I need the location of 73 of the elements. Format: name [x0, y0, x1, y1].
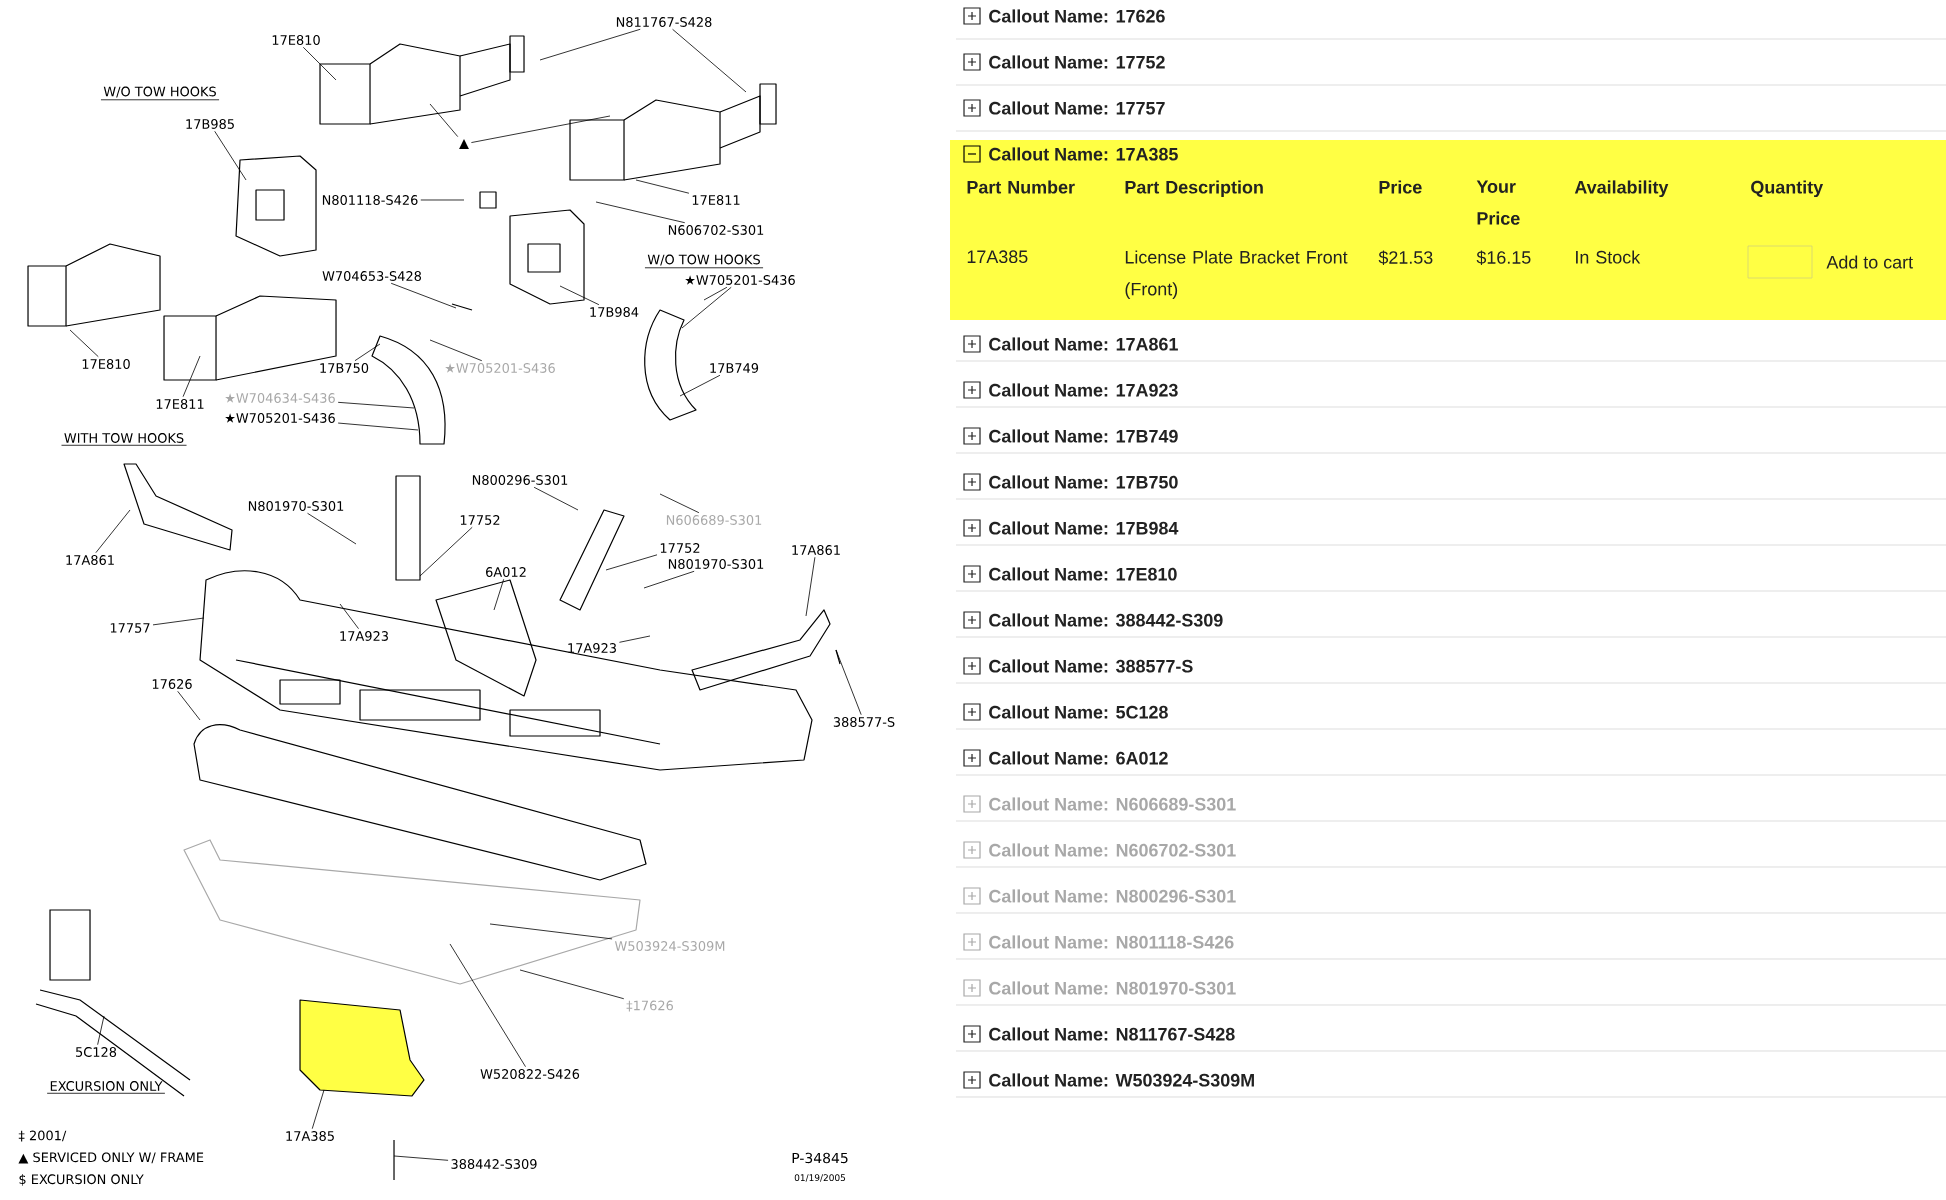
leader-line	[519, 969, 625, 1000]
leader-line	[539, 28, 641, 61]
leader-line	[619, 635, 651, 643]
leader-line	[337, 422, 419, 431]
leader-line	[177, 690, 201, 721]
leader-line	[420, 199, 465, 201]
leader-line	[339, 603, 359, 630]
leader-line	[393, 1155, 449, 1161]
leader-line	[493, 578, 505, 611]
column-header: Quantity	[1751, 180, 1824, 198]
column-header: Part Number	[967, 180, 1075, 194]
leader-line	[95, 509, 131, 554]
callout-row: Callout Name: 388442-S309	[989, 613, 1223, 627]
leader-line	[672, 28, 747, 93]
callout-row: Callout Name: 17A923	[989, 383, 1178, 397]
callout-row: Callout Name: 17752	[989, 55, 1165, 69]
callout-row: Callout Name: 5C128	[989, 705, 1168, 719]
column-header: Availability	[1574, 180, 1669, 198]
callout-row: Callout Name: W503924-S309M	[989, 1073, 1254, 1087]
leader-line	[559, 285, 600, 306]
callout-row: Callout Name: N606689-S301	[989, 797, 1236, 811]
table-cell: $16.15	[1476, 250, 1531, 265]
leader-line	[679, 374, 721, 397]
leader-line	[471, 115, 611, 143]
callout-row: Callout Name: 388577-S	[989, 659, 1193, 673]
leader-line	[182, 355, 201, 398]
leader-line	[337, 401, 415, 409]
leader-line	[152, 617, 205, 626]
leader-line	[429, 103, 459, 138]
leader-line	[429, 339, 483, 362]
callout-row: Callout Name: 17A861	[989, 337, 1178, 351]
callout-row: Callout Name: 17B749	[989, 429, 1178, 443]
leader-line	[311, 1089, 325, 1130]
callout-row: Callout Name: N801970-S301	[989, 981, 1236, 995]
callout-row: Callout Name: 17E810	[989, 567, 1177, 581]
leader-line	[354, 343, 381, 362]
leader-line	[681, 286, 732, 329]
leader-line	[302, 46, 337, 81]
callout-row: Callout Name: N606702-S301	[989, 843, 1236, 857]
callout-row: Callout Name: 17757	[989, 101, 1165, 115]
column-header: Your Price	[1476, 180, 1520, 225]
leader-line	[419, 526, 473, 577]
leader-line	[805, 556, 816, 617]
leader-line	[214, 130, 247, 181]
leader-line	[835, 649, 862, 716]
callout-row: Callout Name: 17626	[989, 9, 1165, 23]
leader-line	[605, 554, 658, 571]
table-cell: In Stock	[1576, 250, 1641, 264]
table-cell: 17A385	[967, 250, 1028, 264]
leader-line	[595, 201, 686, 224]
callout-row: Callout Name: 17B750	[989, 475, 1178, 489]
leader-line	[97, 1015, 105, 1046]
column-header: Price	[1379, 180, 1422, 194]
callout-row: Callout Name: 6A012	[989, 751, 1168, 765]
leader-line	[703, 286, 728, 301]
table-cell: $21.53	[1378, 250, 1433, 265]
leader-line	[307, 512, 357, 545]
callout-row: Callout Name: N801118-S426	[989, 935, 1234, 949]
leader-line	[533, 486, 579, 511]
leader-line	[643, 570, 695, 589]
leader-line	[69, 329, 99, 358]
add-to-cart-link: Add to cart	[1826, 255, 1913, 269]
table-cell: License Plate Bracket Front (Front)	[1125, 250, 1348, 299]
callout-row: Callout Name: N811767-S428	[989, 1027, 1235, 1041]
callout-row: Callout Name: N800296-S301	[989, 889, 1236, 903]
leader-line	[659, 493, 700, 514]
leader-line	[489, 923, 613, 940]
leader-line	[390, 282, 457, 309]
leader-line	[449, 943, 526, 1068]
column-header: Part Description	[1125, 180, 1263, 198]
leader-line	[635, 179, 690, 194]
callout-row: Callout Name: 17A385	[989, 147, 1178, 161]
callout-row: Callout Name: 17B984	[989, 521, 1179, 535]
